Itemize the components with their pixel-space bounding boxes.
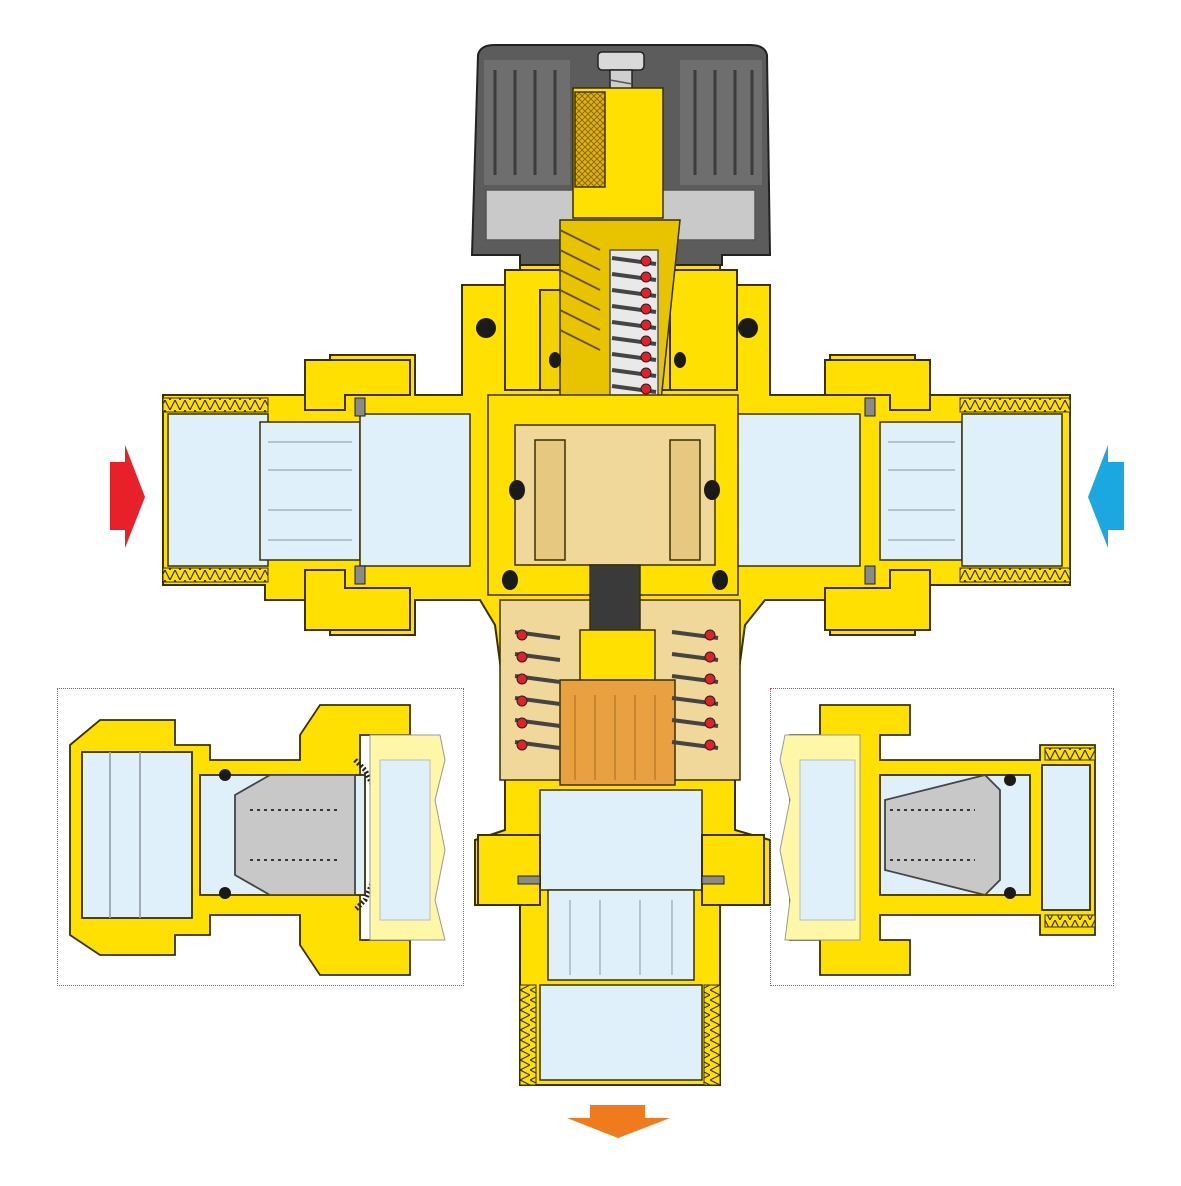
spring-coil-section [516, 695, 528, 707]
hot-inlet-arrow-icon [110, 445, 145, 548]
spring-coil-section [516, 717, 528, 729]
spring-coil-section [640, 367, 652, 379]
return-springs [514, 629, 719, 751]
spring-coil-section [640, 383, 652, 395]
spring-coil-section [516, 629, 528, 641]
right-inlet-thread [959, 397, 1071, 583]
spring-coil-section [704, 695, 716, 707]
spring-coil-section [516, 673, 528, 685]
left-check-valve-detail [69, 704, 446, 976]
mixed-outlet-arrow-icon [567, 1105, 670, 1138]
water-passages [167, 413, 1063, 1081]
adjustment-knob [470, 44, 772, 266]
spring-coil-section [640, 351, 652, 363]
cold-inlet-arrow-icon [1088, 445, 1124, 548]
spring-coil-section [640, 271, 652, 283]
spring-coil-section [704, 739, 716, 751]
spring-coil-section [516, 651, 528, 663]
spring-coil-section [640, 335, 652, 347]
spring-coil-section [704, 673, 716, 685]
spring-coil-section [704, 717, 716, 729]
spring-coil-section [704, 651, 716, 663]
spring-coil-section [640, 287, 652, 299]
right-check-valve-detail-frame [770, 688, 1114, 986]
left-inlet-thread [162, 397, 269, 583]
outlet-thread [519, 984, 721, 1086]
spring-coil-section [640, 319, 652, 331]
spring-coil-section [640, 255, 652, 267]
right-check-valve-detail [779, 704, 1096, 976]
spring-coil-section [516, 739, 528, 751]
left-union-nut [304, 359, 411, 631]
spring-coil-section [704, 629, 716, 641]
left-check-valve-detail-frame [57, 688, 464, 986]
cartridge [487, 394, 741, 786]
right-union-nut [824, 359, 931, 631]
outlet-union-nut [477, 834, 765, 906]
spring-coil-section [640, 303, 652, 315]
o-rings [476, 318, 758, 590]
gaskets [354, 397, 876, 885]
